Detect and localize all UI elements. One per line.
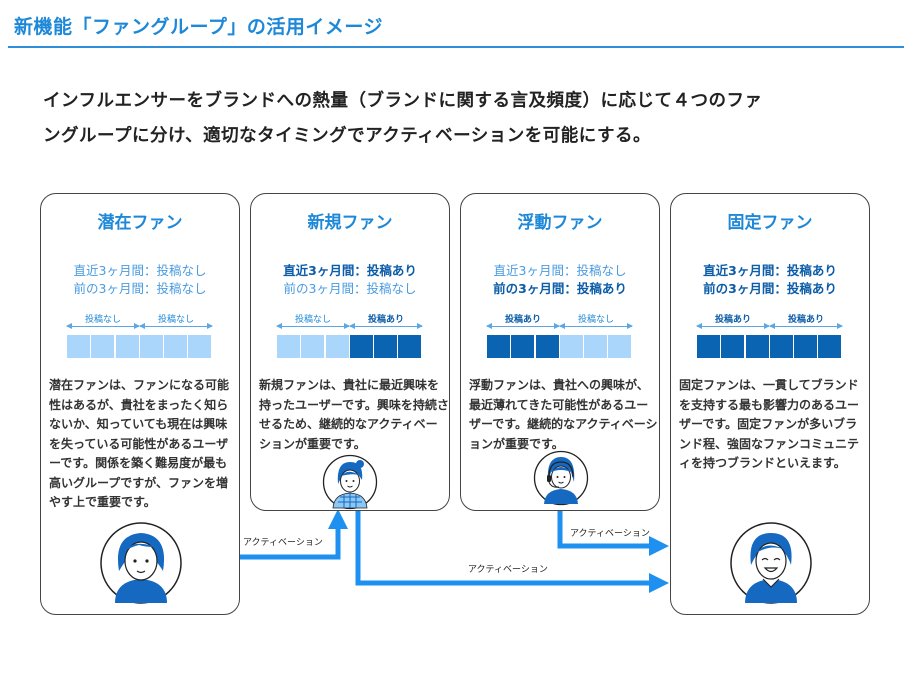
month-cell: [115, 335, 139, 358]
month-cell: [487, 335, 510, 358]
timeline-right-arrow: [769, 323, 843, 329]
month-cell: [584, 335, 608, 358]
posting-timeline: 投稿なし 投稿あり: [276, 312, 423, 360]
timeline-left-arrow: [276, 323, 350, 329]
timeline-right-label: 投稿なし: [577, 315, 614, 325]
card-description: 新規ファンは、貴社に最近興味を持ったユーザーです。興味を持続させるため、継続的な…: [259, 378, 449, 451]
month-cell: [349, 335, 373, 358]
period-previous: 前の3ヶ月間：投稿なし: [283, 281, 417, 296]
timeline-right-arrow: [349, 323, 423, 329]
flow-label-new-to-fixed: アクティベーション: [468, 565, 548, 575]
card-title: 新規ファン: [307, 213, 393, 233]
timeline-left-arrow: [696, 323, 770, 329]
timeline-left-label: 投稿あり: [504, 315, 541, 325]
card-title: 浮動ファン: [517, 213, 603, 233]
month-cell: [559, 335, 583, 358]
flow-new-to-fixed: [355, 507, 669, 593]
card-new-fan: 新規ファン 直近3ヶ月間：投稿あり 前の3ヶ月間：投稿なし 投稿なし 投稿あり …: [250, 193, 450, 511]
card-title: 潜在ファン: [97, 213, 183, 233]
woman-checkered-avatar-icon: [322, 454, 378, 510]
timeline-left-label: 投稿なし: [84, 315, 121, 325]
month-cell: [139, 335, 163, 358]
month-cell: [745, 335, 769, 358]
posting-timeline: 投稿あり 投稿あり: [696, 312, 843, 360]
card-description: 固定ファンは、一貫してブランドを支持する最も影響力のあるユーザーです。固定ファン…: [679, 378, 860, 470]
month-cell: [697, 335, 720, 358]
timeline-left-label: 投稿なし: [294, 315, 331, 325]
period-recent: 直近3ヶ月間：投稿なし: [73, 263, 207, 278]
month-cell: [67, 335, 90, 358]
card-fixed-fan: 固定ファン 直近3ヶ月間：投稿あり 前の3ヶ月間：投稿あり 投稿あり 投稿あり …: [670, 193, 870, 615]
period-previous: 前の3ヶ月間：投稿あり: [493, 281, 627, 296]
timeline-left-arrow: [66, 323, 140, 329]
timeline-right-arrow: [559, 323, 633, 329]
flow-label-floating-to-fixed: アクティベーション: [570, 529, 650, 539]
timeline-left-label: 投稿あり: [714, 315, 751, 325]
month-cell: [164, 335, 188, 358]
month-cell: [188, 335, 212, 358]
flow-label-latent-to-new: アクティベーション: [243, 538, 323, 548]
headset-operator-avatar-icon: [533, 450, 589, 506]
month-cell: [511, 335, 535, 358]
period-recent: 直近3ヶ月間：投稿あり: [703, 263, 837, 278]
month-cell: [794, 335, 818, 358]
period-previous: 前の3ヶ月間：投稿あり: [703, 281, 837, 296]
month-cell: [301, 335, 325, 358]
card-description: 浮動ファンは、貴社への興味が、最近薄れてきた可能性があるユーザーです。継続的なア…: [469, 378, 658, 451]
month-cell: [535, 335, 559, 358]
posting-timeline: 投稿なし 投稿なし: [66, 312, 213, 360]
month-cell: [721, 335, 745, 358]
card-latent-fan: 潜在ファン 直近3ヶ月間：投稿なし 前の3ヶ月間：投稿なし 投稿なし 投稿なし …: [40, 193, 240, 615]
page-title: 新機能「ファングループ」の活用イメージ: [14, 16, 383, 38]
month-cell: [91, 335, 115, 358]
month-cell: [608, 335, 632, 358]
card-title: 固定ファン: [727, 213, 813, 233]
period-recent: 直近3ヶ月間：投稿なし: [493, 263, 627, 278]
month-cell: [769, 335, 793, 358]
month-cell: [325, 335, 349, 358]
month-cell: [277, 335, 300, 358]
month-cell: [374, 335, 398, 358]
timeline-right-arrow: [139, 323, 213, 329]
timeline-right-label: 投稿あり: [787, 315, 824, 325]
flow-floating-to-fixed: [557, 510, 669, 556]
flow-latent-to-new: [240, 509, 348, 560]
card-description: 潜在ファンは、ファンになる可能性はあるが、貴社をまったく知らないか、知っていても…: [49, 378, 230, 509]
period-previous: 前の3ヶ月間：投稿なし: [73, 281, 207, 296]
card-floating-fan: 浮動ファン 直近3ヶ月間：投稿なし 前の3ヶ月間：投稿あり 投稿あり 投稿なし …: [460, 193, 660, 511]
timeline-right-label: 投稿あり: [367, 315, 404, 325]
timeline-right-label: 投稿なし: [157, 315, 194, 325]
title-divider: [8, 46, 904, 48]
month-cell: [398, 335, 422, 358]
smiling-woman-avatar-icon: [730, 522, 812, 604]
posting-timeline: 投稿あり 投稿なし: [486, 312, 633, 360]
period-recent: 直近3ヶ月間：投稿あり: [283, 263, 417, 278]
month-cell: [818, 335, 842, 358]
woman-avatar-icon: [100, 522, 182, 604]
timeline-left-arrow: [486, 323, 560, 329]
lead-line-1: インフルエンサーをブランドへの熱量（ブランドに関する言及頻度）に応じて４つのファ: [43, 91, 763, 111]
lead-line-2: ングループに分け、適切なタイミングでアクティベーションを可能にする。: [43, 126, 651, 146]
